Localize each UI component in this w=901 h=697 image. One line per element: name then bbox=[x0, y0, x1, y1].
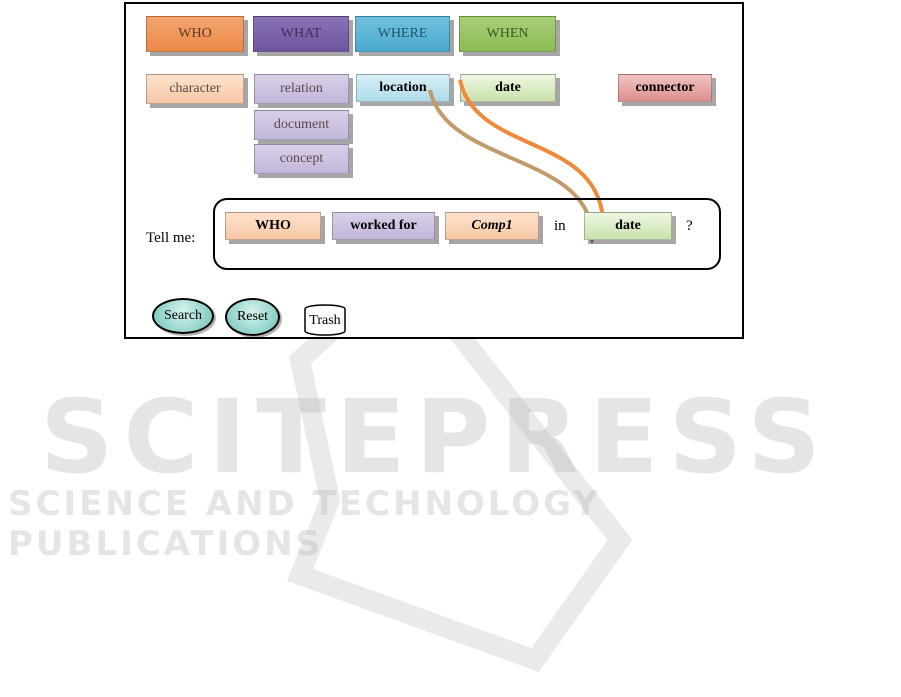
query-date-token[interactable]: date bbox=[584, 212, 672, 240]
drag-arrows bbox=[126, 4, 742, 337]
trash-button[interactable]: Trash bbox=[303, 304, 347, 336]
query-who-token[interactable]: WHO bbox=[225, 212, 321, 240]
query-verb-token[interactable]: worked for bbox=[332, 212, 435, 240]
trash-label: Trash bbox=[303, 313, 347, 329]
query-builder-panel: WHO WHAT WHERE WHEN character relation d… bbox=[124, 2, 744, 339]
search-button[interactable]: Search bbox=[152, 298, 214, 334]
query-object-token[interactable]: Comp1 bbox=[445, 212, 539, 240]
watermark-title: SCITEPRESS bbox=[40, 378, 831, 497]
watermark-subtitle: SCIENCE AND TECHNOLOGY PUBLICATIONS bbox=[8, 484, 901, 564]
query-question-mark: ? bbox=[686, 218, 693, 235]
reset-button[interactable]: Reset bbox=[225, 298, 280, 336]
query-in-label: in bbox=[554, 218, 566, 235]
query-prefix-label: Tell me: bbox=[146, 230, 195, 247]
